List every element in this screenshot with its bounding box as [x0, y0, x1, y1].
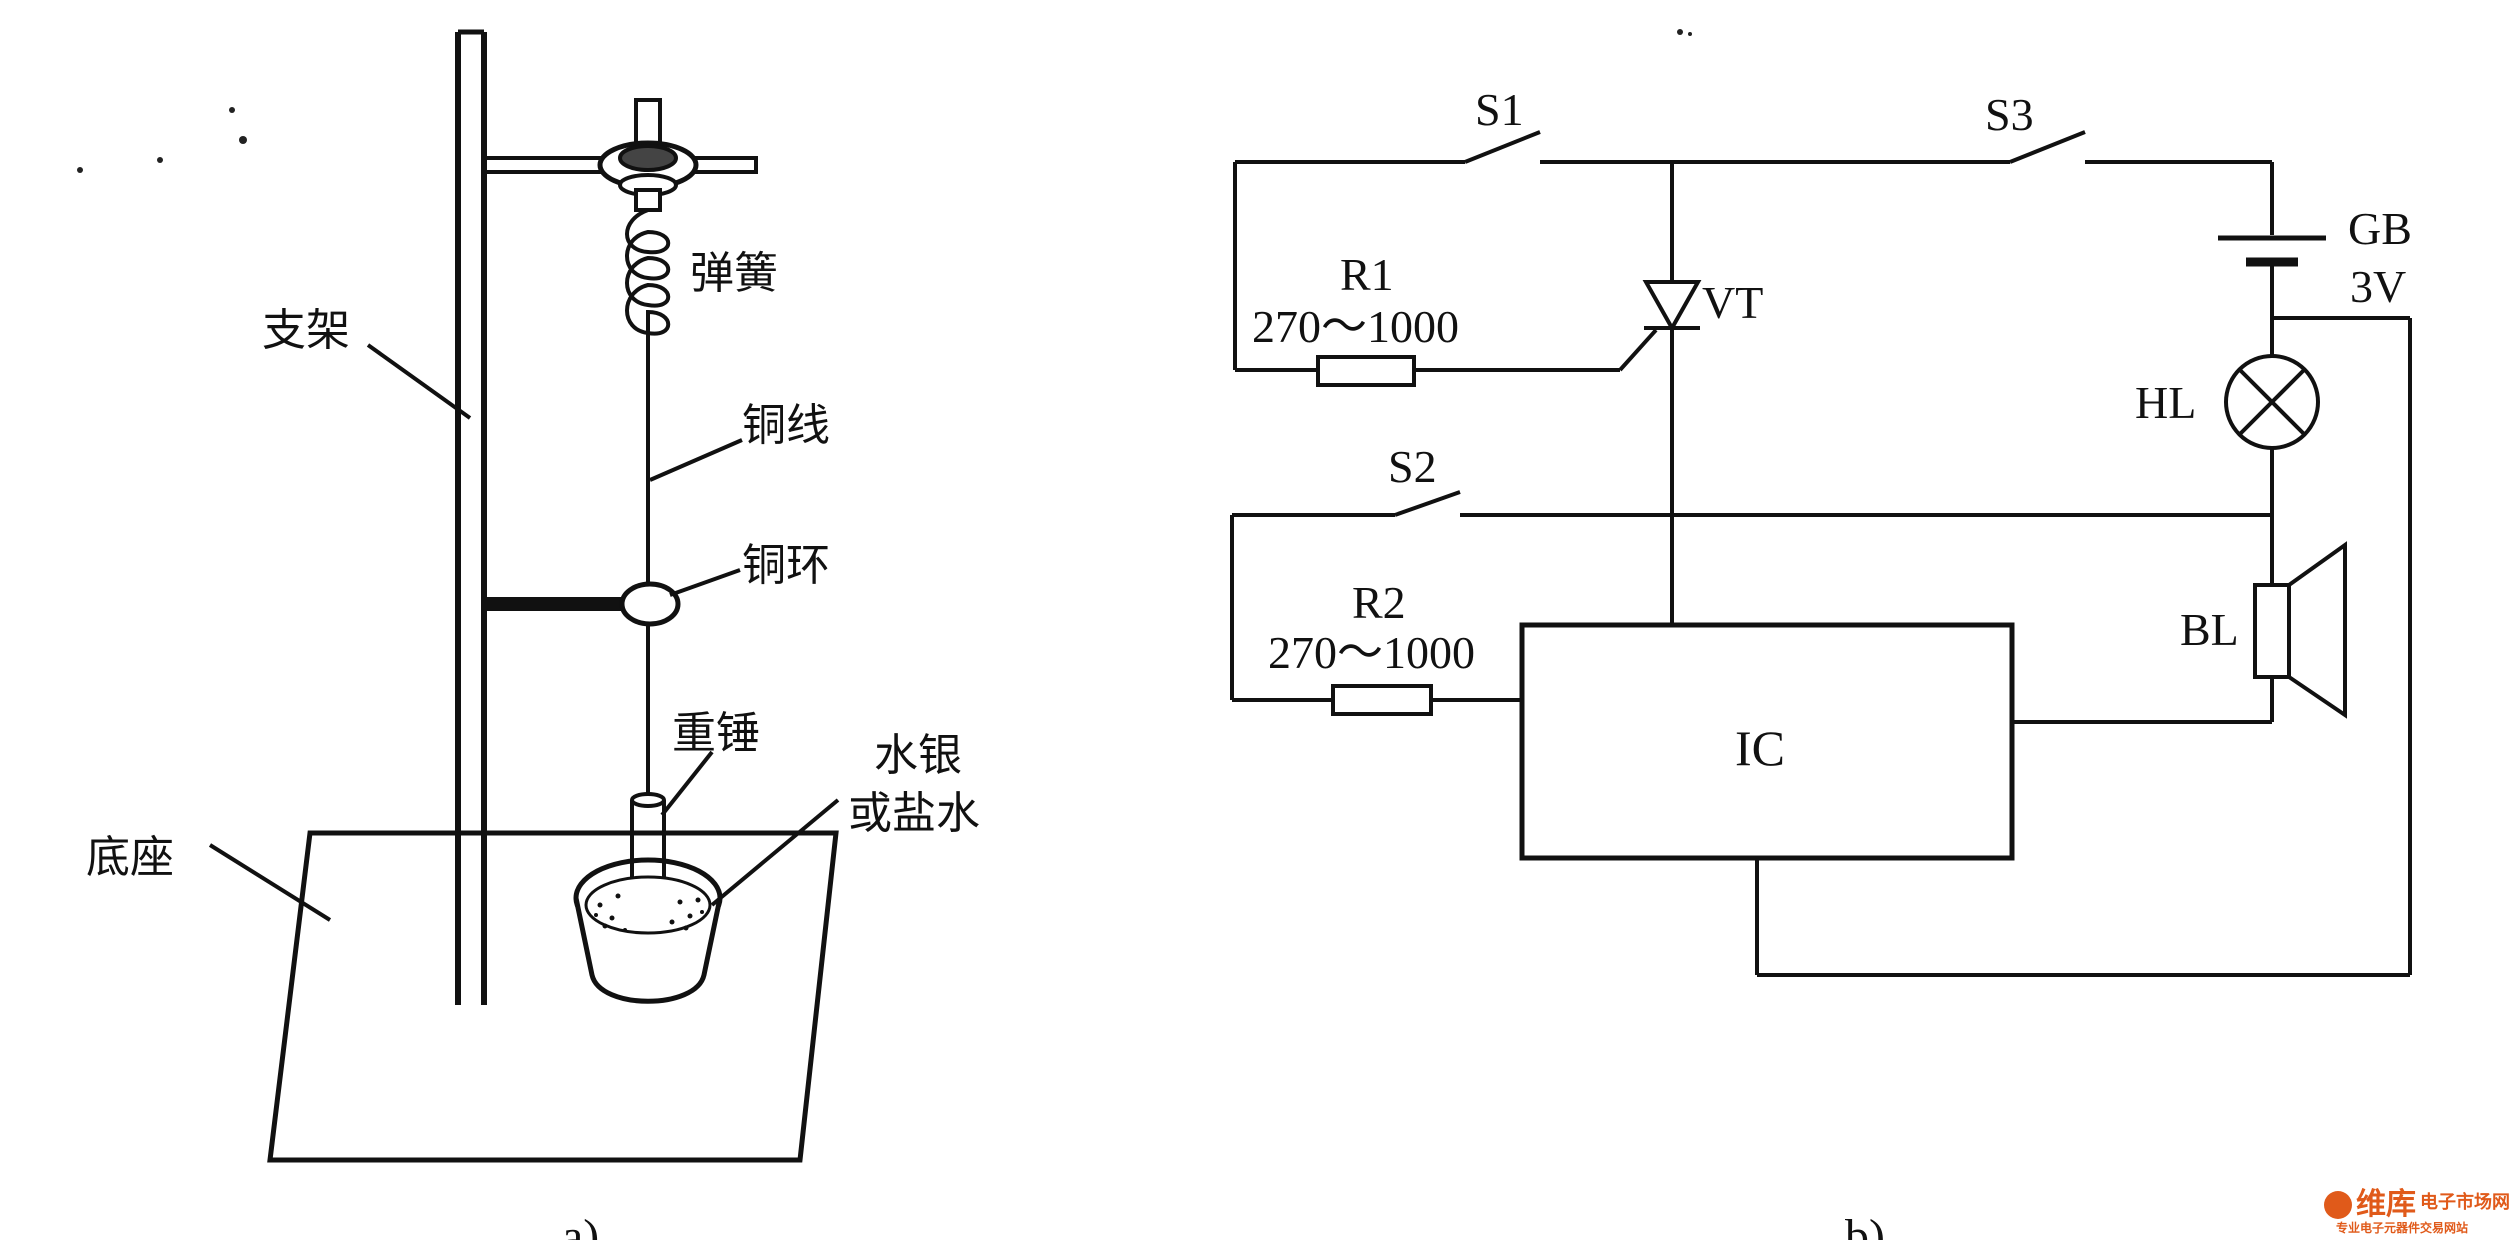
label-r1-value: 270～1000: [1252, 301, 1459, 352]
mercury-cup: [573, 857, 723, 1004]
label-mercury-1: 水银: [874, 730, 962, 781]
leader-weight: [660, 750, 714, 817]
resistor-r1: [1316, 355, 1416, 387]
caption-b: b): [1845, 1210, 1885, 1240]
figure-b-labels: S1 S3 S2 R1 270～1000 R2 270～1000 VT GB 3…: [1252, 84, 2412, 1240]
leader-stand: [366, 343, 472, 420]
ic-block: [1519, 622, 2015, 861]
ring-arm: [483, 597, 625, 611]
spring-clamp: [597, 98, 699, 212]
watermark: 维库 电子市场网 专业电子元器件交易网站: [2324, 1187, 2510, 1235]
figure-a-labels: 弹簧 支架 铜线 铜环 重锤 水银 或盐水 底座 a): [86, 248, 980, 1240]
figure-b: [1230, 130, 2412, 977]
leader-base: [208, 843, 332, 922]
switch-s2-blade: [1394, 490, 1461, 517]
watermark-line1: 电子市场网: [2420, 1191, 2510, 1213]
leader-mercury: [710, 798, 840, 907]
label-ic: IC: [1735, 720, 1785, 776]
label-r2-name: R2: [1352, 577, 1406, 628]
switch-s3-blade: [2009, 130, 2086, 164]
label-mercury-2: 或盐水: [848, 788, 980, 839]
label-hl: HL: [2135, 377, 2196, 428]
label-gb-voltage: 3V: [2350, 261, 2406, 312]
spring: [625, 208, 670, 340]
lamp-hl: [2224, 354, 2320, 450]
scan-specks: [77, 29, 1692, 173]
label-r1-name: R1: [1340, 249, 1394, 300]
label-bl: BL: [2180, 604, 2239, 655]
speaker-bl: [2253, 541, 2347, 719]
base-plate: [267, 830, 839, 1163]
switch-s1-blade: [1464, 130, 1541, 164]
label-spring: 弹簧: [690, 248, 778, 299]
label-base: 底座: [86, 832, 174, 883]
label-weight: 重锤: [672, 708, 760, 759]
figure-a: [208, 29, 840, 1163]
leader-wire: [649, 438, 743, 482]
leader-ring: [669, 568, 741, 597]
label-s1: S1: [1475, 84, 1524, 135]
label-gb: GB: [2348, 203, 2412, 254]
label-vt: VT: [1702, 277, 1763, 328]
label-copper-ring: 铜环: [742, 540, 830, 591]
watermark-line2: 专业电子元器件交易网站: [2336, 1220, 2468, 1235]
resistor-r2: [1331, 684, 1433, 716]
caption-a: a): [562, 1210, 599, 1240]
copper-ring: [619, 581, 681, 627]
label-r2-value: 270～1000: [1268, 627, 1475, 678]
thyristor-vt: [1618, 280, 1702, 372]
watermark-logo-icon: [2324, 1191, 2352, 1219]
label-s3: S3: [1985, 89, 2034, 140]
label-s2: S2: [1388, 441, 1437, 492]
watermark-brand: 维库: [2356, 1187, 2416, 1222]
label-copper-wire: 铜线: [742, 400, 830, 451]
label-stand: 支架: [262, 305, 350, 356]
battery-gb: [2218, 235, 2326, 267]
